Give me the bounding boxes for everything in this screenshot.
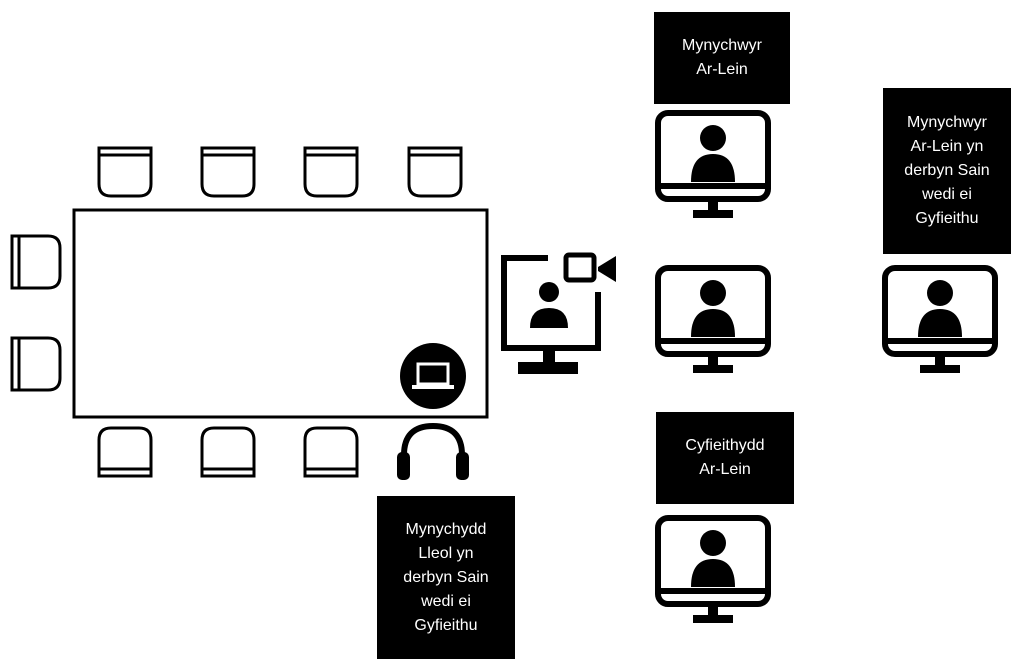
monitor-person-icon-online-translated — [885, 268, 995, 373]
laptop-icon — [400, 343, 466, 409]
monitor-person-icon-online-2 — [658, 268, 768, 373]
chair-icon-top-2 — [200, 146, 256, 198]
chair-icon-top-1 — [97, 146, 153, 198]
headphones-icon — [397, 422, 469, 480]
video-conference-icon — [501, 252, 616, 374]
label-online-translator: Cyfieithydd Ar-Lein — [656, 412, 794, 504]
label-online-attendees: Mynychwyr Ar-Lein — [654, 12, 790, 104]
chair-icon-bottom-1 — [97, 426, 153, 478]
chair-icon-left-1 — [10, 234, 62, 290]
chair-icon-top-4 — [407, 146, 463, 198]
label-local-attendee-translated: Mynychydd Lleol yn derbyn Sain wedi ei G… — [377, 496, 515, 659]
meeting-table — [72, 208, 489, 419]
monitor-person-icon-translator — [658, 518, 768, 623]
chair-icon-left-2 — [10, 336, 62, 392]
chair-icon-bottom-3 — [303, 426, 359, 478]
label-online-attendees-translated: Mynychwyr Ar-Lein yn derbyn Sain wedi ei… — [883, 88, 1011, 254]
chair-icon-bottom-2 — [200, 426, 256, 478]
chair-icon-top-3 — [303, 146, 359, 198]
monitor-person-icon-online-1 — [658, 113, 768, 218]
